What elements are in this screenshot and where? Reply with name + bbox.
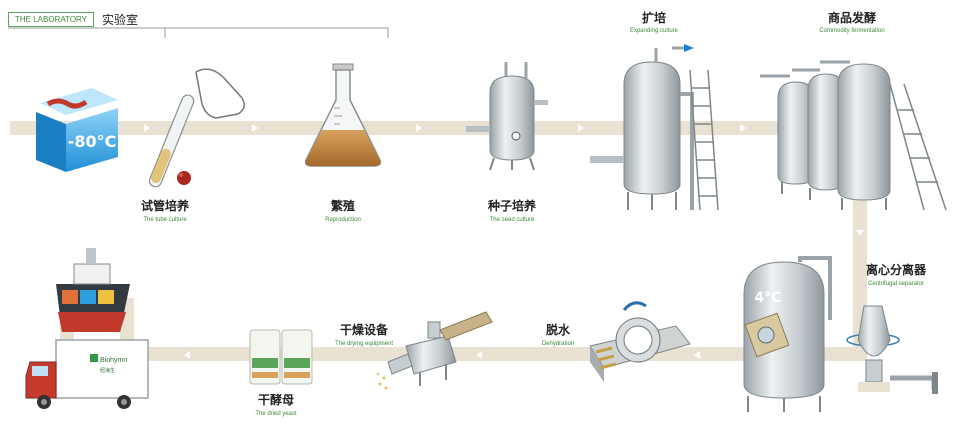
truck-brand: Biohymn: [100, 357, 127, 364]
ladder: [889, 83, 947, 211]
seed-tank: [466, 62, 548, 171]
test-tube: [148, 68, 245, 188]
stage-label-centrifuge: 离心分离器 Centrifugal separator: [866, 262, 927, 287]
stage-label-repro-zh: 繁殖: [331, 198, 355, 213]
drying-equipment: [376, 311, 493, 390]
laboratory-title: 实验室: [102, 12, 139, 27]
laboratory-tag: THE LABORATORY: [8, 11, 95, 27]
stage-label-dehydr-en: Dehydration: [542, 341, 574, 347]
stage-label-repro-en: Reproduction: [325, 217, 361, 223]
stage-label-expand: 扩培 Expanding culture: [630, 10, 679, 34]
laboratory-bracket: [8, 27, 389, 38]
stage-label-seed-zh: 种子培养: [487, 198, 536, 213]
stage-label-expand-en: Expanding culture: [630, 28, 679, 34]
stage-label-drying: 干燥设备 The drying equipment: [335, 322, 393, 347]
stage-label-ferment-zh: 商品发酵: [828, 10, 876, 25]
flow-arrows: [144, 124, 864, 359]
dehydration-drum: [589, 301, 691, 382]
stage-label-drying-zh: 干燥设备: [340, 322, 389, 337]
stage-label-tube-en: The tube culture: [143, 217, 187, 223]
stage-label-tube-zh: 试管培养: [141, 198, 189, 213]
stage-label-seed-en: The seed culture: [490, 217, 535, 223]
ladder: [689, 69, 719, 211]
rotation-arrow-icon: [622, 301, 647, 312]
stage-label-dehydr-zh: 脱水: [546, 322, 571, 337]
stage-label-repro: 繁殖 Reproduction: [325, 198, 361, 223]
stage-label-yeast-en: The dried yeast: [255, 411, 297, 417]
tank-temperature: 4°C: [754, 290, 781, 306]
stage-label-seed: 种子培养 The seed culture: [487, 198, 536, 223]
stage-label-drying-en: The drying equipment: [335, 341, 393, 347]
stage-label-centrifuge-zh: 离心分离器: [866, 262, 927, 277]
inlet-arrow-icon: [684, 44, 694, 52]
stage-label-dehydr: 脱水 Dehydration: [542, 322, 574, 347]
stage-label-tube: 试管培养 The tube culture: [141, 198, 189, 223]
stage-label-yeast: 干酵母 The dried yeast: [255, 392, 297, 417]
cold-storage-tank: 4°C: [743, 256, 832, 412]
centrifugal-separator: [846, 305, 938, 394]
fermentation-tanks: [760, 60, 947, 211]
stage-label-yeast-zh: 干酵母: [258, 392, 294, 407]
yeast-packages: [249, 329, 313, 385]
stage-label-ferment-en: Commodity fermentation: [819, 28, 884, 34]
laboratory-header: THE LABORATORY 实验室: [8, 11, 138, 27]
erlenmeyer-flask: [304, 63, 382, 167]
stage-label-expand-zh: 扩培: [642, 10, 666, 25]
truck-brand-sub: 纽海生: [100, 367, 115, 374]
cargo-ship: [56, 248, 130, 332]
delivery-truck: Biohymn 纽海生: [25, 339, 149, 409]
stage-label-ferment: 商品发酵 Commodity fermentation: [819, 10, 884, 34]
freezer-temperature: -80°C: [68, 132, 117, 151]
freezer-box: -80°C: [36, 88, 118, 172]
stage-label-centrifuge-en: Centrifugal separator: [868, 281, 924, 287]
expansion-tank: [590, 44, 719, 211]
